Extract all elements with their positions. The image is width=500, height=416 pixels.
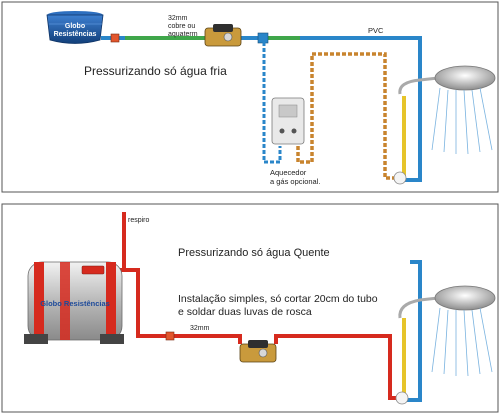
bottom-valve-icon [165, 331, 175, 341]
pipe-tee-icon [257, 32, 269, 44]
heater-hot-pipe [296, 52, 398, 180]
bottom-pipe-note: 32mm [190, 325, 210, 332]
pvc-label: PVC [368, 26, 384, 35]
bottom-pump-icon [238, 336, 278, 363]
vent-label: respiro [128, 217, 150, 224]
heater-cold-pipe [262, 42, 282, 164]
heater-note-1: Aquecedor [270, 168, 307, 177]
pipe-note-2: cobre ou [168, 23, 195, 30]
top-mixer-valve-icon [393, 171, 407, 185]
bottom-note-1: Instalação simples, só cortar 20cm do tu… [178, 293, 378, 305]
pipe-note-3: aquaterm [168, 31, 198, 38]
top-heading: Pressurizando só água fria [84, 64, 227, 78]
bottom-mixer-valve-icon [395, 391, 409, 405]
bottom-shower-head-icon [398, 285, 496, 377]
tank-brand-label-2: Resistências [54, 31, 97, 38]
pipe-note-1: 32mm [168, 15, 188, 22]
valve-icon [110, 33, 120, 43]
boiler-brand-label: Globo Resistências [40, 299, 110, 308]
bottom-cold-pipe [406, 260, 422, 402]
gas-heater-icon [271, 97, 305, 145]
bottom-note-2: e soldar duas luvas de rosca [178, 306, 312, 318]
tank-brand-label: Globo [65, 23, 85, 30]
top-shower-head-icon [398, 65, 496, 155]
pump-icon [204, 24, 242, 47]
water-tank: Globo Resistências [46, 11, 104, 44]
bottom-heading: Pressurizando só água Quente [178, 247, 330, 259]
heater-note-2: a gás opcional. [270, 177, 320, 186]
boiler-tank-icon: Globo Resistências [24, 261, 124, 344]
